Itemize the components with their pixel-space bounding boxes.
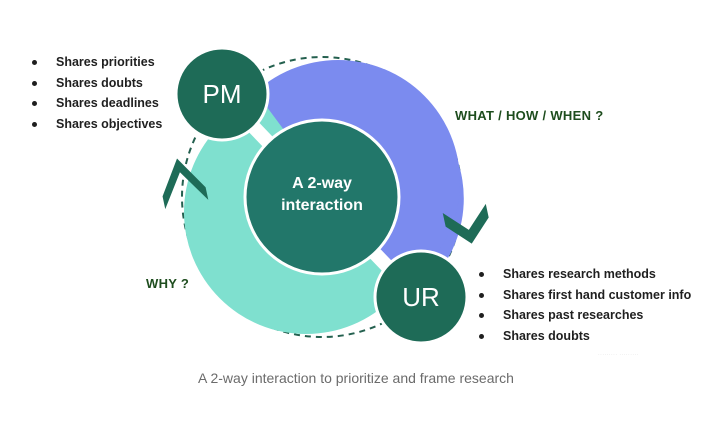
pm-list-item: Shares objectives — [28, 114, 162, 135]
ur-list-item: Shares doubts — [475, 326, 691, 347]
why-label: WHY ? — [146, 276, 190, 291]
ur-node-label: UR — [402, 282, 440, 312]
center-circle — [243, 118, 401, 276]
pm-responsibilities-list: Shares priorities Shares doubts Shares d… — [28, 52, 162, 134]
figure-caption: A 2-way interaction to prioritize and fr… — [198, 370, 514, 386]
ur-responsibilities-list: Shares research methods Shares first han… — [475, 264, 691, 346]
ur-node-circle — [373, 249, 469, 345]
pm-node-circle — [174, 46, 270, 142]
pm-list-item: Shares doubts — [28, 73, 162, 94]
watermark: ········· ········· — [598, 352, 639, 358]
pm-list-item: Shares priorities — [28, 52, 162, 73]
chevron-down-icon — [442, 203, 489, 244]
chevron-up-icon — [162, 158, 209, 210]
what-how-when-label: WHAT / HOW / WHEN ? — [455, 108, 604, 123]
ur-list-item: Shares first hand customer info — [475, 285, 691, 306]
ur-list-item: Shares research methods — [475, 264, 691, 285]
pm-list-item: Shares deadlines — [28, 93, 162, 114]
ur-list-item: Shares past researches — [475, 305, 691, 326]
pm-node-label: PM — [202, 79, 242, 109]
